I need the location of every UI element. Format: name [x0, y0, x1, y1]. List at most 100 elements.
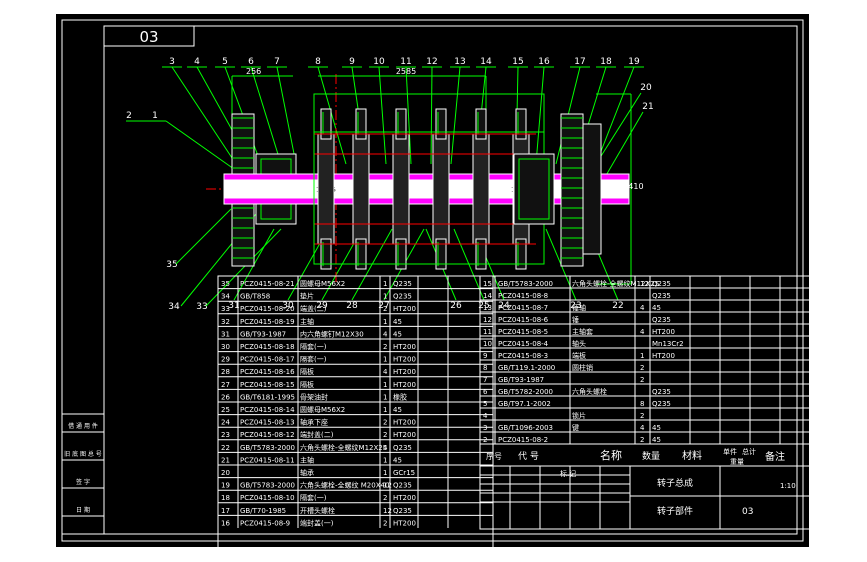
bom-left-cell: 2	[383, 343, 387, 351]
bom-left-cell: PCZ0415-08-14	[240, 406, 295, 414]
leader-line	[165, 120, 242, 175]
bom-left-cell: 1	[383, 381, 387, 389]
leader-line	[535, 66, 545, 165]
bom-right-cell: HT200	[652, 352, 675, 360]
balloon-1: 1	[152, 111, 158, 121]
left-signature-column	[61, 413, 105, 535]
bom-right-cell: 4	[483, 412, 488, 420]
bom-left-cell: PCZ0415-08-13	[240, 419, 295, 427]
drawing-number: 03	[139, 28, 158, 46]
bom-right-cell: PCZ0415-08-3	[498, 352, 548, 360]
bom-left-cell: 23	[221, 431, 230, 439]
bom-left-cell: Q235	[393, 280, 412, 288]
leader-line	[430, 66, 433, 165]
bom-right-cell: 15	[483, 280, 492, 288]
bom-left-cell: HT200	[393, 305, 416, 313]
bom-right-cell: 13	[483, 304, 492, 312]
balloon-4: 4	[194, 57, 200, 67]
hammer-top	[320, 108, 332, 140]
bom-right-cell: 45	[652, 424, 661, 432]
bom-right-cell: 键	[572, 423, 579, 432]
bom-right-cell: 11	[483, 328, 492, 336]
bom-left-cell: 轴承	[300, 468, 314, 477]
bom-right-cell: HT200	[652, 328, 675, 336]
bom-right-cell: GB/T5782-2000	[498, 388, 553, 396]
bom-right-cell: GB/T119.1-2000	[498, 364, 555, 372]
bom-left-cell: HT200	[393, 494, 416, 502]
bom-right-cell: PCZ0415-08-2	[498, 436, 548, 444]
bom-left-cell: 17	[221, 507, 230, 515]
bom-left-cell: 25	[221, 406, 230, 414]
balloon-10: 10	[373, 57, 385, 67]
bom-right-cell: 2	[640, 436, 644, 444]
bom-left-cell: 33	[221, 305, 230, 313]
dim-phi410: Φ410	[622, 182, 644, 191]
bom-left-cell: PCZ0415-08-21	[240, 280, 295, 288]
bom-right-cell: PCZ0415-08-7	[498, 304, 548, 312]
bom-right-cell: 2	[640, 364, 644, 372]
balloon-13: 13	[454, 57, 465, 67]
bom-left-cell: PCZ0415-08-15	[240, 381, 295, 389]
bom-left-cell: 45	[393, 406, 402, 414]
bom-left-cell: GB/T93-1987	[240, 330, 286, 338]
bom-left-cell: 1	[383, 356, 387, 364]
drawing-number-box	[103, 25, 195, 47]
bom-left-cell: HT200	[393, 419, 416, 427]
left-column-label: 日 期	[76, 506, 90, 514]
bom-right-cell: 2	[640, 376, 644, 384]
bom-left-cell: PCZ0415-08-19	[240, 318, 295, 326]
rotor-disc	[352, 133, 370, 245]
bom-header-unit: 单件	[723, 447, 737, 456]
balloon-20: 20	[640, 83, 652, 93]
dim-256: 256	[246, 67, 261, 76]
bom-left-cell: PCZ0415-08-17	[240, 356, 295, 364]
hammer-bottom	[320, 238, 332, 270]
title-drawing-name: 转子总成	[657, 477, 693, 489]
bom-left-cell: 端盖(二)	[300, 304, 327, 313]
bom-left-cell: 28	[221, 368, 230, 376]
bom-left-cell: 1	[383, 393, 387, 401]
leader-line	[450, 66, 461, 165]
hammer-top	[475, 108, 487, 140]
leader-line	[317, 66, 347, 165]
bom-left-cell: HT200	[393, 519, 416, 527]
bom-left-cell: 31	[221, 330, 230, 338]
bom-left-cell: HT200	[393, 356, 416, 364]
bom-right-cell: 4	[640, 328, 645, 336]
bom-right-cell: 5	[483, 400, 487, 408]
bom-right-cell: 12	[483, 316, 492, 324]
bom-left-cell: 隔套(一)	[300, 493, 327, 502]
bom-right-cell: GB/T1096-2003	[498, 424, 553, 432]
hammer-top	[395, 108, 407, 140]
bom-left-cell: PCZ0415-08-12	[240, 431, 295, 439]
leader-line	[595, 66, 635, 165]
balloon-26: 26	[450, 301, 462, 311]
hammer-bottom	[355, 238, 367, 270]
balloon-21: 21	[642, 102, 653, 112]
bom-header-code: 代 号	[518, 451, 539, 462]
bom-left-cell: 30	[221, 343, 230, 351]
bom-right-cell: 端板	[572, 351, 586, 360]
bom-right-cell: 9	[483, 352, 487, 360]
bom-left-cell: Q235	[393, 444, 412, 452]
bom-right-cell: 锁片	[572, 411, 586, 420]
hammer-top	[355, 108, 367, 140]
hammer-top	[435, 108, 447, 140]
bom-right-cell: GB/T97.1-2002	[498, 400, 551, 408]
bom-left-cell: 隔板	[300, 380, 314, 389]
bom-left-cell: GB/T6181-1995	[240, 393, 295, 401]
bom-left-cell: 1	[383, 456, 387, 464]
left-column-label: 旧 底 图 总 号	[64, 450, 102, 458]
title-scale: 1:10	[780, 482, 796, 490]
dim-2585: 2585	[396, 67, 416, 76]
bom-left-cell: 1	[383, 280, 387, 288]
bom-header-index: 序号	[486, 451, 502, 461]
bom-left-cell: 内六角螺钉M12X30	[300, 329, 364, 338]
bom-left-cell: 4	[383, 330, 388, 338]
bom-right-cell: 12	[640, 280, 649, 288]
bom-left-cell: PCZ0415-08-20	[240, 305, 295, 313]
bom-right-cell: 8	[483, 364, 487, 372]
bom-right-cell: 4	[640, 424, 645, 432]
leader-line	[250, 66, 282, 165]
